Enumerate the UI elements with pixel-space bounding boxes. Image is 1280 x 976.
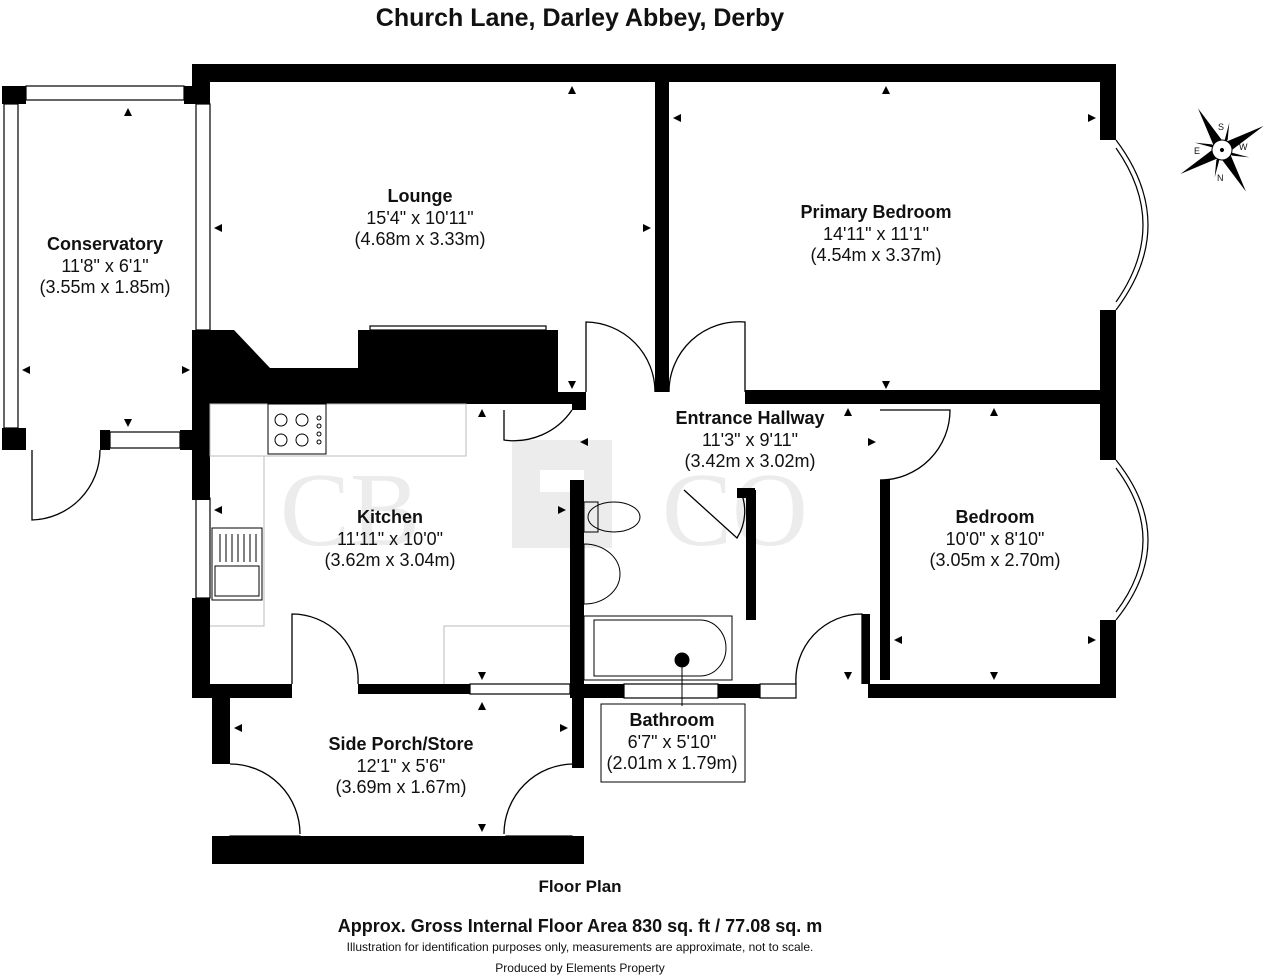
bathroom-fittings	[583, 501, 746, 783]
walls	[2, 64, 1116, 864]
room-primary-bedroom-name: Primary Bedroom	[800, 202, 952, 222]
room-conservatory: Conservatory 11'8" x 6'1" (3.55m x 1.85m…	[20, 234, 190, 299]
room-bathroom: Bathroom 6'7" x 5'10" (2.01m x 1.79m)	[597, 710, 747, 775]
room-bathroom-imperial: 6'7" x 5'10"	[627, 731, 717, 752]
room-bedroom-name: Bedroom	[955, 507, 1035, 527]
floor-plan-label: Floor Plan	[538, 877, 622, 896]
room-bathroom-metric: (2.01m x 1.79m)	[606, 753, 738, 774]
room-entrance-hallway: Entrance Hallway 11'3" x 9'11" (3.42m x …	[645, 408, 855, 473]
compass-w: W	[1239, 142, 1248, 152]
room-lounge-metric: (4.68m x 3.33m)	[354, 229, 486, 250]
compass-rose	[1180, 108, 1264, 192]
plan-title: Church Lane, Darley Abbey, Derby	[375, 4, 785, 32]
compass-s: S	[1218, 122, 1224, 132]
room-side-porch-metric: (3.69m x 1.67m)	[335, 777, 467, 798]
disclaimer-text: Illustration for identification purposes…	[346, 940, 814, 954]
room-entrance-hallway-metric: (3.42m x 3.02m)	[684, 451, 816, 472]
room-conservatory-metric: (3.55m x 1.85m)	[39, 277, 171, 298]
room-side-porch-name: Side Porch/Store	[328, 734, 474, 754]
measurement-arrows	[22, 86, 1096, 832]
room-lounge-imperial: 15'4" x 10'11"	[366, 207, 474, 228]
room-lounge: Lounge 15'4" x 10'11" (4.68m x 3.33m)	[320, 186, 520, 251]
windows	[3, 85, 1149, 845]
floor-area-text: Approx. Gross Internal Floor Area 830 sq…	[337, 916, 823, 936]
door-swings	[31, 321, 951, 835]
room-primary-bedroom-metric: (4.54m x 3.37m)	[810, 245, 942, 266]
room-primary-bedroom: Primary Bedroom 14'11" x 11'1" (4.54m x …	[766, 202, 986, 267]
room-entrance-hallway-imperial: 11'3" x 9'11"	[701, 429, 799, 450]
room-conservatory-imperial: 11'8" x 6'1"	[61, 255, 149, 276]
room-conservatory-name: Conservatory	[46, 234, 164, 254]
watermark-left: CB	[280, 451, 420, 568]
room-side-porch: Side Porch/Store 12'1" x 5'6" (3.69m x 1…	[296, 734, 506, 799]
room-lounge-name: Lounge	[387, 186, 453, 206]
room-kitchen: Kitchen 11'11" x 10'0" (3.62m x 3.04m)	[300, 507, 480, 572]
room-bathroom-name: Bathroom	[629, 710, 715, 730]
room-kitchen-name: Kitchen	[356, 507, 423, 527]
room-kitchen-imperial: 11'11" x 10'0"	[336, 528, 444, 549]
room-entrance-hallway-name: Entrance Hallway	[675, 408, 825, 428]
compass-n: N	[1217, 173, 1224, 183]
credit-text: Produced by Elements Property	[495, 961, 665, 975]
room-side-porch-imperial: 12'1" x 5'6"	[356, 755, 446, 776]
kitchen-fittings	[209, 403, 570, 684]
room-primary-bedroom-imperial: 14'11" x 11'1"	[822, 223, 930, 244]
watermark-right: CO	[662, 451, 808, 568]
watermark-block	[512, 440, 612, 548]
watermark: CB CO	[280, 440, 808, 568]
room-kitchen-metric: (3.62m x 3.04m)	[324, 550, 456, 571]
compass-e: E	[1194, 146, 1200, 156]
room-bedroom: Bedroom 10'0" x 8'10" (3.05m x 2.70m)	[905, 507, 1085, 572]
room-bedroom-imperial: 10'0" x 8'10"	[945, 528, 1045, 549]
room-bedroom-metric: (3.05m x 2.70m)	[929, 550, 1061, 571]
